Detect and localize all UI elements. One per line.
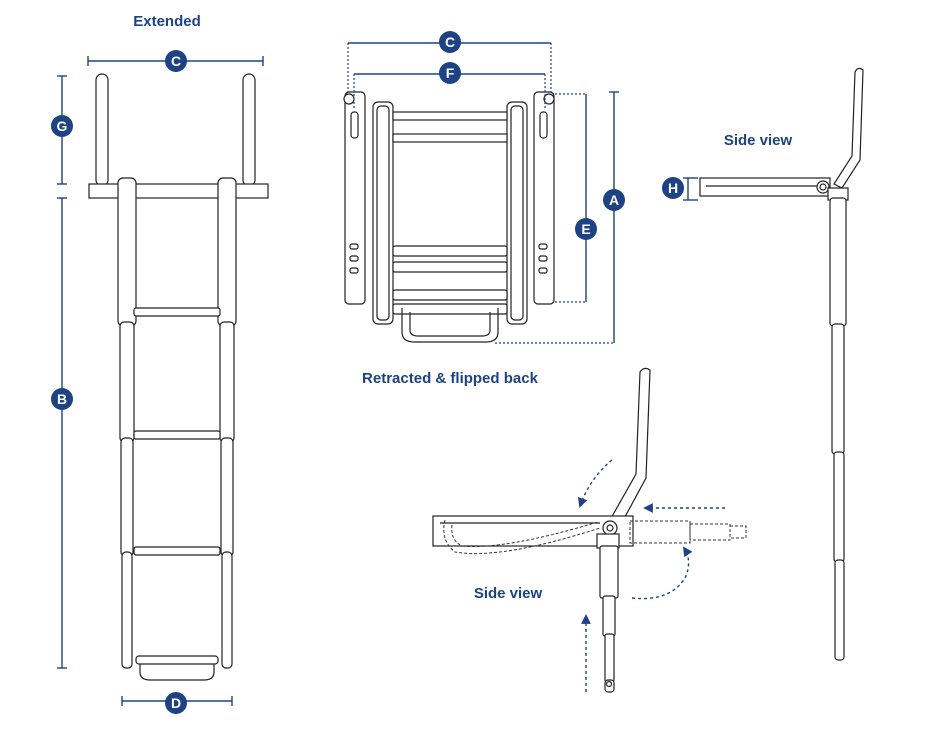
extended-step-1 <box>133 307 221 317</box>
retracted-view: C F E A Retracted & flipped back <box>343 31 625 387</box>
motion-leg-section-1 <box>599 545 619 599</box>
retracted-step-2 <box>392 261 508 273</box>
dimension-f-badge <box>439 62 461 84</box>
motion-ghost-handle <box>443 519 601 555</box>
svg-text:C: C <box>445 34 455 50</box>
side-handle-top <box>833 67 864 189</box>
side-platform-top <box>699 177 831 197</box>
svg-text:D: D <box>171 695 181 711</box>
side-view-extended: Side view H <box>662 67 864 661</box>
motion-handle <box>609 367 651 527</box>
side-leg-section-2 <box>831 323 845 455</box>
svg-text:B: B <box>57 391 67 407</box>
extended-step-2 <box>133 430 221 440</box>
extended-rail-left-upper <box>117 177 137 327</box>
dimension-c-badge-extended <box>165 50 187 72</box>
extended-rail-right-mid <box>219 321 235 443</box>
retracted-bottom-step <box>401 308 499 343</box>
svg-text:C: C <box>171 53 181 69</box>
extended-step-3 <box>133 546 221 556</box>
extended-rail-left-bottom <box>121 551 133 669</box>
retracted-rail-left <box>372 101 394 325</box>
dimension-d-badge <box>165 692 187 714</box>
side-leg-section-4 <box>834 559 845 661</box>
dimension-e-badge <box>575 218 597 240</box>
caption-retracted: Retracted & flipped back <box>362 370 539 387</box>
svg-text:A: A <box>609 192 619 208</box>
extended-handle-left <box>95 73 109 187</box>
retracted-rail-right <box>506 101 528 325</box>
motion-ghost-leg-2 <box>689 523 731 541</box>
motion-leg-section-2 <box>602 595 616 637</box>
extended-rail-left-mid <box>119 321 135 443</box>
dimension-g-badge <box>51 115 73 137</box>
svg-text:E: E <box>581 221 590 237</box>
side-leg-section-1 <box>829 197 847 327</box>
side-leg-section-3 <box>833 451 845 563</box>
extended-rail-right-upper <box>217 177 237 327</box>
retracted-plate-left <box>344 91 366 305</box>
extended-bottom-step-bar <box>135 655 219 665</box>
side-view-motion: Side view <box>432 367 747 693</box>
svg-text:H: H <box>668 180 678 196</box>
extended-rail-right-low <box>220 437 234 557</box>
motion-leg-section-3 <box>604 633 615 683</box>
motion-arrow-rotate <box>631 546 693 600</box>
svg-text:G: G <box>57 118 68 134</box>
caption-side-view-top: Side view <box>724 132 793 149</box>
caption-side-view-bottom: Side view <box>474 585 543 602</box>
dimension-h-badge <box>662 177 684 199</box>
motion-arrow-fold-handle <box>578 459 613 508</box>
retracted-plate-right <box>533 91 555 305</box>
retracted-crossbar-top <box>392 111 508 121</box>
extended-rail-left-low <box>120 437 134 557</box>
dimension-b-badge <box>51 388 73 410</box>
retracted-step-3 <box>392 289 508 301</box>
extended-top-bar <box>88 183 269 199</box>
extended-handle-right <box>242 73 256 187</box>
dimension-a-badge <box>603 189 625 211</box>
extended-rail-right-bottom <box>221 551 233 669</box>
retracted-crossbar-second <box>392 133 508 143</box>
motion-ghost-leg-1 <box>629 520 691 544</box>
retracted-step-1 <box>392 245 508 257</box>
svg-text:F: F <box>446 65 455 81</box>
extended-bottom-step <box>139 660 215 681</box>
caption-extended: Extended <box>133 13 201 30</box>
retracted-step-4 <box>392 303 508 315</box>
dimension-c-badge-retracted <box>439 31 461 53</box>
extended-view: Extended C G <box>51 13 269 714</box>
motion-ghost-leg-3 <box>729 525 747 539</box>
